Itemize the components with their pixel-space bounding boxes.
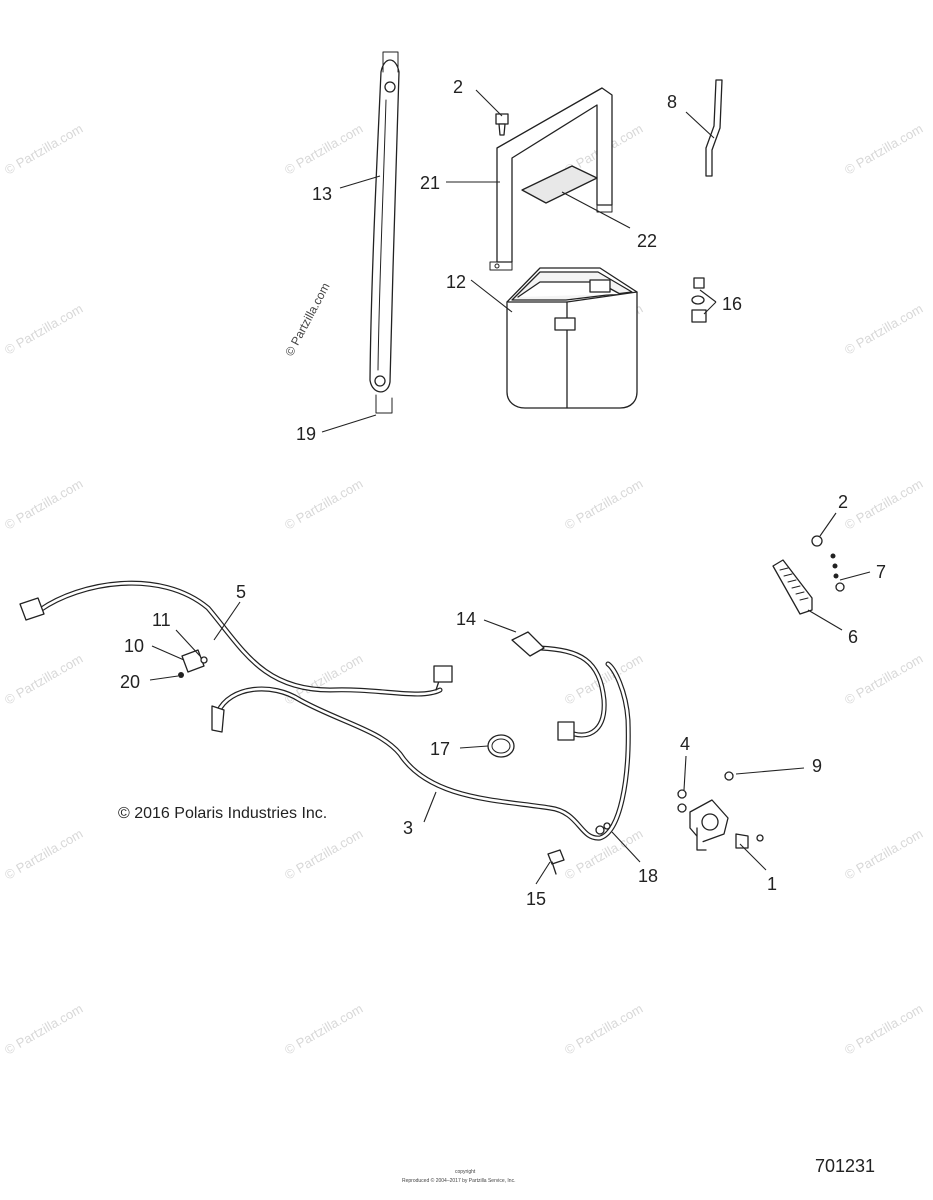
watermark: © Partzilla.com: [282, 826, 365, 883]
callout-10: 10: [124, 636, 144, 656]
vent-rod-part: [705, 79, 723, 177]
watermark: © Partzilla.com: [282, 1001, 365, 1058]
solenoid-part: [677, 771, 764, 851]
fuse-bracket-part: [772, 535, 845, 615]
copyright-notice: © 2016 Polaris Industries Inc.: [118, 805, 327, 822]
battery-bracket-part: [489, 87, 613, 271]
callout-3: 3: [403, 818, 413, 838]
callout-21: 21: [420, 173, 440, 193]
footer-tiny-top: copyright: [455, 1169, 476, 1175]
callout-1: 1: [767, 874, 777, 894]
callout-11: 11: [152, 610, 171, 630]
callout-20: 20: [120, 672, 140, 692]
watermark: © Partzilla.com: [562, 476, 645, 533]
watermark: © Partzilla.com: [842, 651, 925, 708]
callout-5: 5: [236, 582, 246, 602]
callout-16: 16: [722, 294, 742, 314]
watermark: © Partzilla.com: [842, 301, 925, 358]
callout-7: 7: [876, 562, 886, 582]
callout-17: 17: [430, 739, 450, 759]
watermark: © Partzilla.com: [2, 476, 85, 533]
cable-clip-part: [178, 649, 208, 678]
diagram-number: 701231: [815, 1156, 875, 1176]
callout-22: 22: [637, 231, 657, 251]
watermark: © Partzilla.com: [282, 476, 365, 533]
callout-labels: 2 8 21 13 22 12 16 19 2 7 6 5 14 11 10 2…: [120, 77, 886, 909]
terminal-nut-part: [595, 822, 611, 835]
footer-tiny: Reproduced © 2004–2017 by Partzilla Serv…: [402, 1177, 515, 1184]
callout-6: 6: [848, 627, 858, 647]
callout-15: 15: [526, 889, 546, 909]
hose-clamp-part: [487, 734, 515, 758]
callout-12: 12: [446, 272, 466, 292]
watermark: © Partzilla.com: [2, 826, 85, 883]
watermark: © Partzilla.com: [2, 1001, 85, 1058]
watermark: © Partzilla.com: [2, 651, 85, 708]
callout-19: 19: [296, 424, 316, 444]
battery-pad-part: [521, 165, 598, 204]
terminal-hardware-part: [691, 277, 707, 323]
watermark: © Partzilla.com: [842, 476, 925, 533]
callout-2-right: 2: [838, 492, 848, 512]
watermark: © Partzilla.com: [562, 1001, 645, 1058]
watermark: © Partzilla.com: [2, 121, 85, 178]
watermark: © Partzilla.com: [842, 121, 925, 178]
watermark: © Partzilla.com: [842, 1001, 925, 1058]
cable-3-part: [211, 661, 631, 841]
callout-14: 14: [456, 609, 476, 629]
watermark: © Partzilla.com: [842, 826, 925, 883]
battery-strap-part: © Partzilla.com: [282, 51, 400, 414]
bolt-part: [495, 113, 509, 136]
watermark: © Partzilla.com: [282, 121, 365, 178]
callout-2-top: 2: [453, 77, 463, 97]
leader-lines: [149, 89, 871, 885]
cable-14-part: [511, 631, 607, 741]
cable-5-part: [19, 580, 453, 697]
inline-watermark: © Partzilla.com: [282, 280, 332, 358]
callout-4: 4: [680, 734, 690, 754]
watermark: © Partzilla.com: [2, 301, 85, 358]
callout-9: 9: [812, 756, 822, 776]
callout-18: 18: [638, 866, 658, 886]
push-fastener-part: [547, 849, 565, 875]
callout-13: 13: [312, 184, 332, 204]
battery-part: [506, 267, 638, 409]
callout-8: 8: [667, 92, 677, 112]
